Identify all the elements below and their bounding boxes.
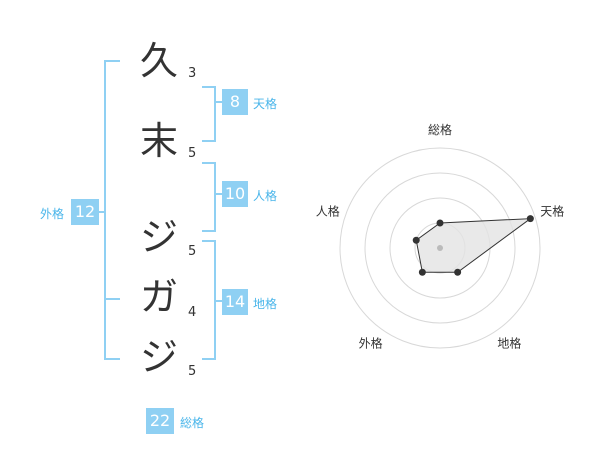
radar-point-4 [418,268,426,276]
stroke-count-1: 3 [188,66,197,81]
gaikaku-bracket-divider [104,298,120,300]
jinkaku-label: 人格 [253,189,278,203]
stroke-count-3: 5 [188,244,197,259]
gaikaku-value: 12 [71,199,99,225]
tenkaku-label: 天格 [253,97,278,111]
stroke-count-5: 5 [188,364,197,379]
name-char-5: ジ [139,335,178,379]
gaikaku-label: 外格 [40,207,65,221]
stroke-count-2: 5 [188,146,197,161]
radar-axis-label-1: 総格 [428,122,452,137]
tenkaku-value: 8 [222,89,248,115]
soukaku-value: 22 [146,408,174,434]
radar-axis-label-4: 外格 [359,336,383,351]
name-char-2: 末 [139,119,178,163]
radar-point-5 [412,236,420,244]
chikaku-connector [214,300,222,302]
radar-points [412,215,534,276]
radar-point-1 [436,219,444,227]
radar-axis-label-3: 地格 [497,336,521,351]
radar-point-2 [526,215,534,223]
radar-axis-label-5: 人格 [316,204,340,219]
stroke-count-4: 4 [188,305,197,320]
name-char-1: 久 [139,39,178,83]
radar-point-3 [454,268,462,276]
radar-axis-label-2: 天格 [540,204,564,219]
gaikaku-connector [98,211,106,213]
gaikaku-bracket [104,60,120,360]
chikaku-label: 地格 [253,297,278,311]
radar-center-dot [437,245,443,251]
soukaku-label: 総格 [180,416,205,430]
jinkaku-value: 10 [222,181,248,207]
name-char-4: ガ [139,275,178,319]
radar-ring-3 [364,172,516,324]
jinkaku-bracket [202,162,216,232]
chikaku-value: 14 [222,289,248,315]
name-char-3: ジ [139,215,178,259]
tenkaku-connector [214,101,222,103]
jinkaku-connector [214,193,222,195]
radar-ring-4 [339,147,541,349]
tenkaku-bracket [202,86,216,142]
radar-area [415,218,532,273]
